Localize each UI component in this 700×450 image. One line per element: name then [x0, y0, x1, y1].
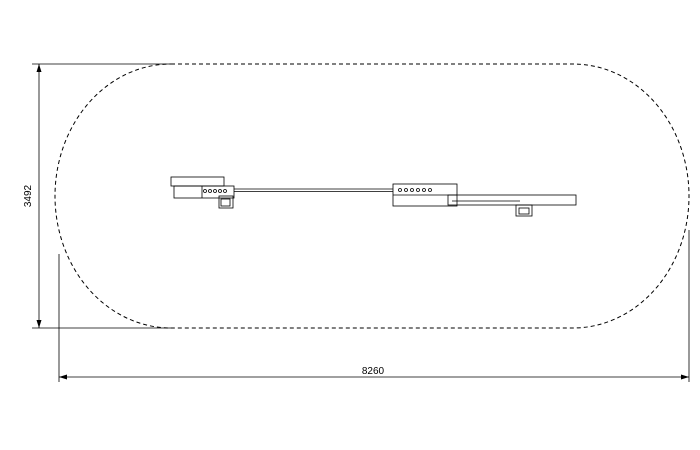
height-arrow-bottom: [36, 320, 42, 328]
width-dimension-label: 8260: [362, 366, 385, 377]
height-arrow-top: [36, 64, 42, 72]
left-platform-post-block: [218, 195, 234, 209]
right-platform-post-block: [515, 204, 533, 217]
right-bolt-1: [398, 188, 402, 192]
right-platform: [392, 183, 577, 217]
left-bolt-5: [223, 189, 227, 193]
left-bolt-4: [218, 189, 222, 193]
left-platform-deck: [173, 185, 235, 199]
connecting-beam: [234, 188, 393, 192]
left-bolt-3: [213, 189, 217, 193]
left-platform: [170, 176, 235, 209]
right-platform-post-detail: [518, 207, 530, 215]
right-bolt-6: [428, 188, 432, 192]
right-bolt-3: [410, 188, 414, 192]
right-bolt-5: [422, 188, 426, 192]
left-bolt-2: [208, 189, 212, 193]
width-arrow-left: [59, 374, 67, 380]
equipment-plan: [170, 176, 577, 217]
right-platform-extension: [447, 194, 577, 206]
height-dimension: 3492: [23, 63, 171, 329]
width-dimension: 8260: [58, 230, 690, 382]
right-bolt-4: [416, 188, 420, 192]
safety-zone-outline: [54, 63, 690, 329]
width-arrow-right: [681, 374, 689, 380]
left-platform-post-detail: [220, 198, 231, 207]
left-platform-upper-rail: [170, 176, 225, 187]
left-bolt-1: [203, 189, 207, 193]
right-bolt-2: [404, 188, 408, 192]
height-dimension-label: 3492: [23, 184, 34, 207]
